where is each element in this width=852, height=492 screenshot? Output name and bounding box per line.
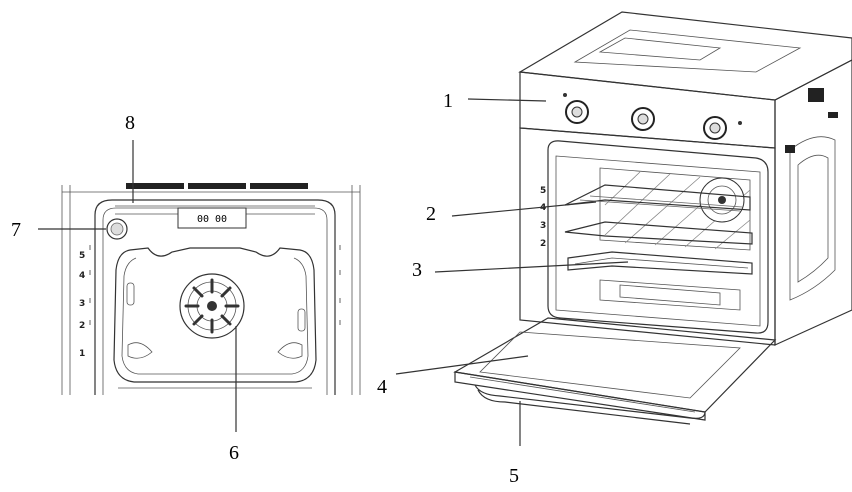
callout-8: 8 (125, 112, 135, 134)
cavity-back-wall (599, 167, 751, 251)
oven-shelf-level-labels: 5 4 3 2 (540, 186, 546, 249)
callout-1: 1 (443, 90, 453, 112)
lamp-cover: 00 00 (177, 207, 247, 229)
door-handle[interactable] (474, 384, 706, 425)
oven-shelf-level-5: 5 (540, 186, 546, 196)
convection-fan (179, 273, 245, 339)
oven-shelf-level-2: 2 (540, 239, 546, 249)
oven-rack-lower (564, 221, 753, 245)
shelf-level-4: 4 (79, 271, 85, 281)
interior-back-view: 00 00 (11, 112, 361, 464)
shelf-level-3: 3 (79, 299, 85, 309)
callout-7: 7 (11, 219, 21, 241)
callout-5: 5 (509, 465, 519, 487)
leader-3 (434, 261, 629, 273)
top-vent (188, 183, 246, 189)
lamp-display-text: 00 00 (197, 214, 227, 225)
callout-3: 3 (412, 259, 422, 281)
oven-perspective-view: 5 4 3 2 1 2 3 4 5 (377, 11, 852, 487)
oven-light (106, 218, 128, 240)
shelf-level-1: 1 (79, 349, 85, 359)
baking-tray (567, 251, 753, 275)
leader-1 (467, 98, 547, 102)
callout-2: 2 (426, 203, 436, 225)
top-vent (126, 183, 184, 189)
oven-rack-upper (564, 184, 751, 212)
shelf-level-labels: 5 4 3 2 1 (79, 251, 85, 359)
oven-shelf-level-3: 3 (540, 221, 546, 231)
shelf-level-5: 5 (79, 251, 85, 261)
leader-4 (395, 355, 529, 375)
top-vent (250, 183, 308, 189)
oven-shelf-level-4: 4 (540, 203, 546, 213)
control-panel (519, 71, 776, 149)
shelf-level-2: 2 (79, 321, 85, 331)
oven-door (453, 317, 777, 421)
callout-6: 6 (229, 442, 239, 464)
leader-2 (451, 201, 597, 217)
callout-4: 4 (377, 376, 387, 398)
